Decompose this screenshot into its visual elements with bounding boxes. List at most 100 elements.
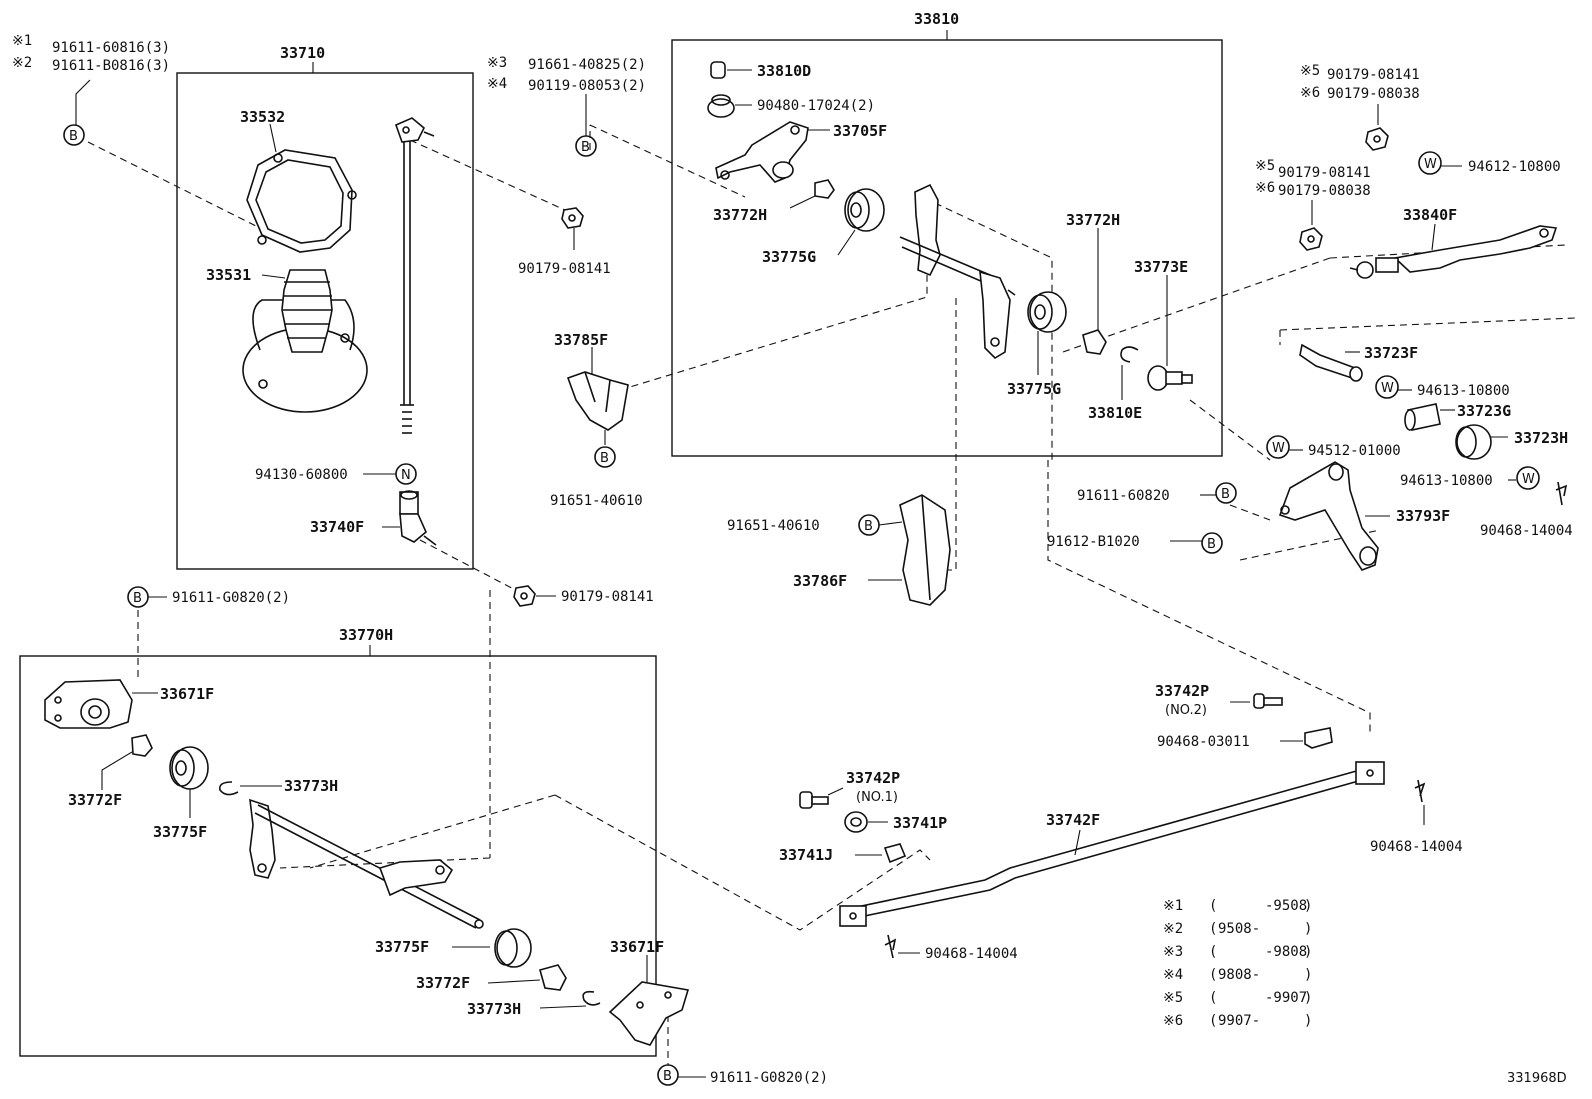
legend-from: 9508-: [1218, 921, 1260, 937]
note-mark-1: ※1: [12, 33, 32, 49]
label-90179-08141-upper: 90179-08141: [518, 261, 611, 277]
bushing-33775G-lower: [1027, 291, 1067, 333]
assembly-box-33770H: [19, 655, 657, 1057]
legend-mark: ※5: [1163, 990, 1183, 1006]
circle-w-marker: [1516, 466, 1540, 490]
circle-w-letter: W: [1381, 381, 1394, 396]
label-91611-60820: 91611-60820: [1077, 488, 1170, 504]
note-mark-5-b: ※5: [1255, 158, 1275, 174]
bracket-33671F-lower: [608, 981, 690, 1046]
legend-from: 9808-: [1218, 967, 1260, 983]
lever-33793F: [1278, 461, 1379, 571]
part-label-33531: 33531: [206, 266, 251, 284]
label-90179-08038-n6b: 90179-08038: [1278, 183, 1371, 199]
bracket-33671F-upper: [44, 679, 133, 729]
collar-33772H-upper: [814, 179, 835, 199]
note-mark-2: ※2: [12, 55, 32, 71]
clip-33810E: [1120, 346, 1139, 363]
circle-w-letter: W: [1522, 472, 1535, 487]
part-label-33742P-no2: 33742P: [1155, 682, 1209, 700]
circle-b-letter: B: [1207, 537, 1216, 552]
gasket-33532: [246, 149, 357, 253]
label-90468-14004-mid: 90468-14004: [1370, 839, 1463, 855]
legend-open-paren: (: [1209, 1013, 1217, 1029]
part-label-33723F: 33723F: [1364, 344, 1418, 362]
circle-b-letter: B: [864, 519, 873, 534]
bushing-33810D: [710, 61, 726, 79]
part-label-33742F: 33742F: [1046, 811, 1100, 829]
circle-n-letter: N: [401, 468, 411, 483]
lever-33705F: [715, 121, 809, 183]
bolt-33773E: [1147, 365, 1193, 391]
part-label-33671F-lower: 33671F: [610, 938, 664, 956]
part-note-no2: (NO.2): [1165, 703, 1207, 718]
part-label-33772H-upper: 33772H: [713, 206, 767, 224]
part-label-33773H-upper: 33773H: [284, 777, 338, 795]
label-91651-40610-right: 91651-40610: [727, 518, 820, 534]
circle-b-letter: B: [581, 140, 590, 155]
part-label-33793F: 33793F: [1396, 507, 1450, 525]
label-90179-08038-n6a: 90179-08038: [1327, 86, 1420, 102]
legend: ※1(-9508)※2(9508-)※3(-9808)※4(9808-)※5(-…: [1163, 898, 1312, 1029]
lever-33840F: [1349, 225, 1558, 279]
bolt-33742P-no2: [1253, 693, 1283, 709]
part-label-33742P-no1: 33742P: [846, 769, 900, 787]
circle-b-letter: B: [1221, 487, 1230, 502]
legend-close-paren: ): [1304, 898, 1312, 914]
note-mark-3: ※3: [487, 55, 507, 71]
part-label-33723H: 33723H: [1514, 429, 1568, 447]
bushing-33741P: [844, 811, 868, 833]
part-label-33532: 33532: [240, 108, 285, 126]
shift-shaft-33770H: [249, 798, 484, 929]
part-note-no1: (NO.1): [856, 790, 898, 805]
legend-mark: ※2: [1163, 921, 1183, 937]
part-label-33705F: 33705F: [833, 122, 887, 140]
part-label-33786F: 33786F: [793, 572, 847, 590]
shift-rod: [394, 117, 435, 434]
assembly-box-33710: [176, 72, 474, 570]
legend-to: -9808: [1265, 944, 1307, 960]
nut-90179-08141-lower: [513, 585, 536, 607]
part-label-33810E: 33810E: [1088, 404, 1142, 422]
rod-33742F: [839, 761, 1385, 927]
legend-mark: ※6: [1163, 1013, 1183, 1029]
note-mark-5-a: ※5: [1300, 63, 1320, 79]
part-label-33775G-upper: 33775G: [762, 248, 816, 266]
circle-b-letter: B: [69, 129, 78, 144]
circle-b-letter: B: [133, 591, 142, 606]
pin-90468-14004-mid: [1414, 779, 1426, 803]
legend-open-paren: (: [1209, 944, 1217, 960]
nut-90179-08141-upper: [561, 207, 584, 229]
label-90468-03011: 90468-03011: [1157, 734, 1250, 750]
part-label-33772H-lower: 33772H: [1066, 211, 1120, 229]
label-94613-10800-b: 94613-10800: [1400, 473, 1493, 489]
legend-to: -9907: [1265, 990, 1307, 1006]
label-90179-08141-lower: 90179-08141: [561, 589, 654, 605]
collar-33772H-lower: [1082, 329, 1107, 355]
label-90468-14004-bottom: 90468-14004: [925, 946, 1018, 962]
label-90468-14004-right: 90468-14004: [1480, 523, 1573, 539]
label-90179-08141-n5a: 90179-08141: [1327, 67, 1420, 83]
circle-b-marker: [594, 446, 616, 468]
legend-mark: ※4: [1163, 967, 1183, 983]
diagram-id: 331968D: [1507, 1071, 1567, 1086]
part-label-33775F-upper: 33775F: [153, 823, 207, 841]
label-91611-60816: 91611-60816(3): [52, 40, 170, 56]
collar-33772F-upper: [131, 734, 153, 757]
bushing-33775F-lower: [494, 928, 532, 968]
part-label-33723G: 33723G: [1457, 402, 1511, 420]
part-label-33740F: 33740F: [310, 518, 364, 536]
pin-90468-14004-bottom: [884, 934, 897, 959]
bushing-33775F-upper: [169, 746, 209, 790]
legend-from: 9907-: [1218, 1013, 1260, 1029]
nut-upper-right: [1365, 127, 1389, 151]
circle-w-marker: [1266, 435, 1290, 459]
pin-90468-14004-right: [1555, 481, 1568, 506]
clip-33773H-lower: [582, 990, 601, 1006]
label-91611-G0820-top: 91611-G0820(2): [172, 590, 290, 606]
bushing-33723H: [1455, 424, 1492, 460]
label-94130-60800: 94130-60800: [255, 467, 348, 483]
part-label-33671F-upper: 33671F: [160, 685, 214, 703]
nut-mid-right: [1299, 227, 1323, 251]
